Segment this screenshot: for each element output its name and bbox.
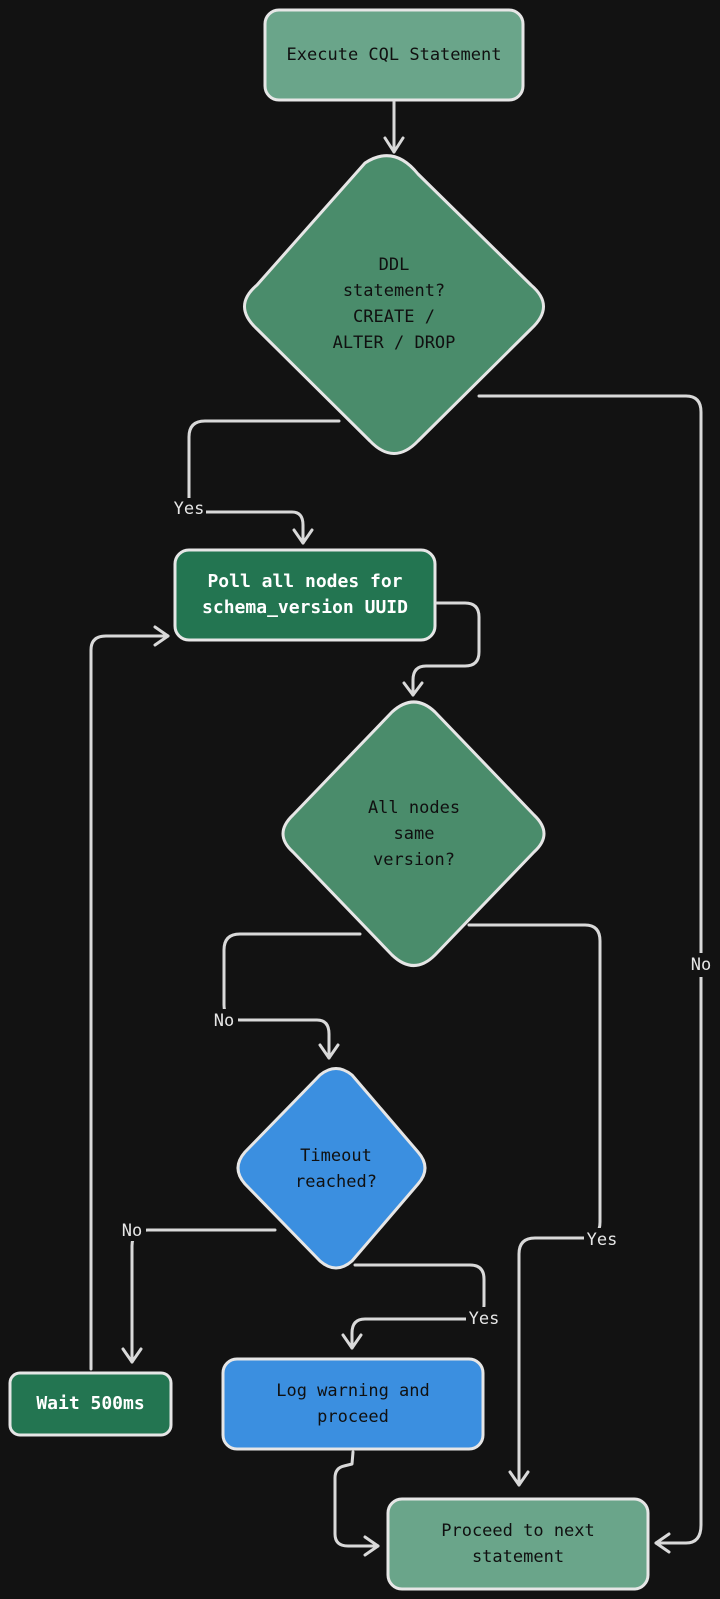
node-proceed-shape[interactable] — [386, 1497, 650, 1591]
node-wait-shape[interactable] — [8, 1371, 173, 1437]
edge-same-no-to-timeout — [222, 932, 362, 1060]
edge-label-same-no: No — [214, 1011, 234, 1031]
node-ddl-check-shape[interactable] — [243, 154, 545, 455]
node-poll-shape[interactable] — [173, 548, 437, 642]
node-timeout-shape[interactable] — [236, 1067, 427, 1270]
edge-label-ddl-yes: Yes — [174, 499, 205, 519]
node-same-version-shape[interactable] — [281, 700, 546, 967]
edge-timeout-no-to-wait — [121, 1228, 277, 1364]
edge-ddl-no-to-proceed — [477, 394, 703, 1554]
edge-same-yes-to-proceed — [467, 923, 602, 1487]
edge-ddl-yes-to-poll — [187, 419, 341, 545]
edge-label-same-yes: Yes — [587, 1230, 618, 1250]
edge-label-ddl-no: No — [691, 955, 711, 975]
edge-wait-to-poll — [89, 625, 170, 1371]
edge-log-warning-to-proceed — [333, 1450, 380, 1557]
edge-timeout-yes-to-log-warning — [341, 1263, 486, 1350]
edge-execute-to-ddl — [383, 100, 405, 154]
node-execute-shape[interactable] — [263, 8, 525, 102]
edge-label-timeout-no: No — [122, 1221, 142, 1241]
edge-poll-to-same-version — [402, 601, 481, 697]
node-log-warning-shape[interactable] — [221, 1357, 485, 1451]
edge-label-timeout-yes: Yes — [469, 1309, 500, 1329]
